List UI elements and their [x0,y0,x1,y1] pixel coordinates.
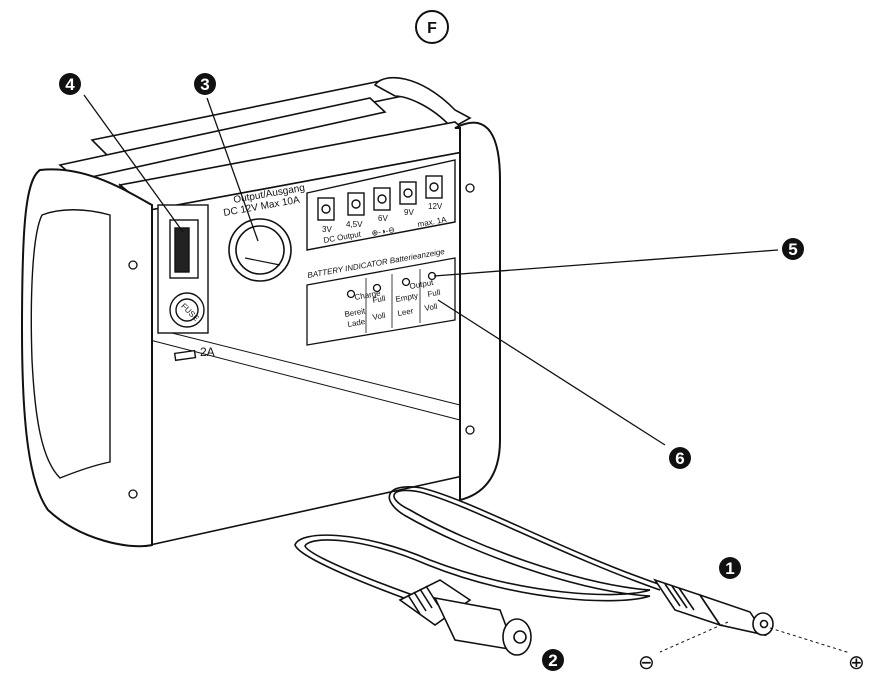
battery-indicator-panel [306,257,456,346]
output-led-voll-label: Voll [424,302,438,313]
callout-2: 2 [542,649,564,671]
led-full [372,283,382,293]
leer-label: Leer [397,306,415,318]
dc-voltage-9v: 9V [404,208,414,217]
callout-6: 6 [669,447,691,469]
left-side-handle [20,168,153,548]
callout-3: 3 [194,73,216,95]
dc-voltage-6v: 6V [378,214,388,223]
polarity-leaders [659,621,851,654]
callout-1: 1 [719,557,741,579]
svg-text:2: 2 [548,651,557,670]
dc-polarity-symbols: ⊕-◑-⊖ [371,225,396,238]
svg-text:4: 4 [65,75,75,94]
right-side-handle [454,121,501,502]
top-handle-rails [58,76,472,181]
ready-label: Bereit [344,306,367,319]
cable [294,486,665,636]
led-empty [401,277,411,287]
page-letter-badge: F [415,10,449,44]
output-led-label: Output [409,278,435,291]
led-charge [346,289,356,299]
voll-label: Voll [372,311,386,322]
empty-label: Empty [395,291,419,304]
callout-5: 5 [782,238,804,260]
page-letter: F [427,20,437,37]
svg-text:3: 3 [200,75,209,94]
car-plug [398,579,532,656]
callout-leaders [83,94,779,446]
dc-voltage-12v: 12V [428,202,443,211]
svg-text:5: 5 [788,240,797,259]
dc-voltage-3v: 3V [322,225,332,234]
svg-text:6: 6 [675,449,684,468]
svg-text:1: 1 [725,559,734,578]
fuse-rating: 2A [200,345,215,359]
load-label: Lade [347,317,367,329]
dc-plug [653,578,774,637]
dc-output-block [306,159,456,251]
output-socket [228,218,292,282]
dc-voltage-4-5v: 4,5V [346,220,363,229]
minus-icon: ⊖ [638,652,655,674]
callout-4: 4 [59,73,81,95]
full-label: Full [372,294,386,305]
plus-icon: ⊕ [848,652,865,674]
output-led-full-label: Full [427,288,441,299]
switch-fuse-panel [157,204,209,362]
